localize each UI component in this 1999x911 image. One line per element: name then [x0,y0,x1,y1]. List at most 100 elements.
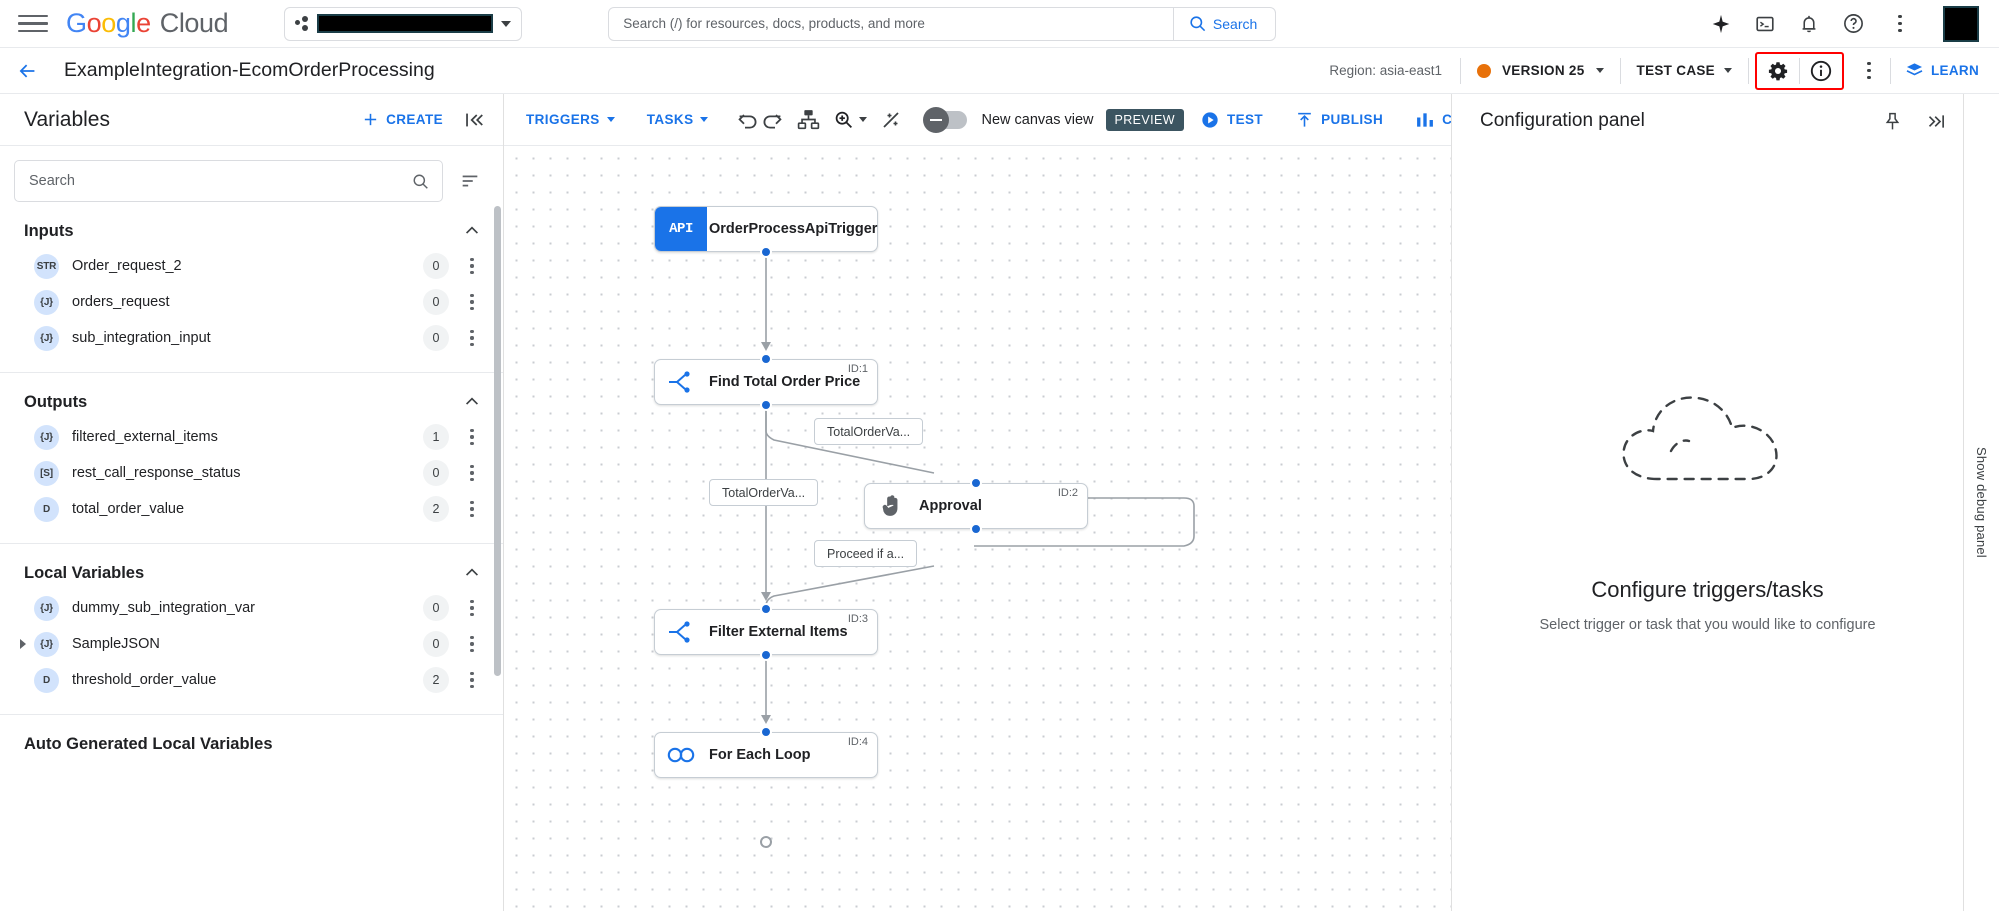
zoom-icon[interactable] [833,102,868,138]
variable-more-icon[interactable] [461,458,483,488]
variables-search-input[interactable] [29,173,411,189]
chevron-up-icon[interactable] [461,562,483,584]
variable-more-icon[interactable] [461,323,483,353]
variables-scrollbar[interactable] [494,202,501,911]
pin-icon[interactable] [1879,108,1905,134]
search-input[interactable] [609,7,1173,40]
more-vertical-icon[interactable] [1885,5,1915,43]
cloud-shell-icon[interactable] [1753,12,1777,36]
canvas-node-port[interactable] [760,399,772,411]
new-canvas-view-toggle[interactable] [923,106,968,133]
variable-group-title: Inputs [24,221,74,240]
canvas-edge-label[interactable]: TotalOrderVa... [814,418,924,445]
canvas-node-port[interactable] [760,836,772,848]
debug-panel-rail[interactable]: Show debug panel [1963,94,1999,911]
search-button[interactable]: Search [1172,7,1275,40]
canvas-node-port[interactable] [760,726,772,738]
canvas-node-title: Find Total Order Price [709,374,861,390]
notifications-bell-icon[interactable] [1797,12,1821,36]
collapse-panel-icon[interactable] [461,107,487,133]
variable-name: orders_request [72,294,170,310]
variables-search-row [0,146,503,202]
canvas-node-port[interactable] [760,649,772,661]
variable-more-icon[interactable] [461,251,483,281]
publish-button[interactable]: PUBLISH [1279,94,1399,145]
search-button-label: Search [1212,15,1258,32]
variable-group-header[interactable]: Inputs [0,202,503,248]
variable-more-icon[interactable] [461,494,483,524]
undo-icon[interactable] [736,102,760,138]
triggers-menu[interactable]: TRIGGERS [510,94,631,145]
info-circle-icon [1810,60,1832,81]
region-label: Region: asia-east1 [1329,63,1442,78]
canvas-edge-label[interactable]: Proceed if a... [814,540,918,567]
chevron-down-icon [606,117,615,122]
test-label: TEST [1226,112,1264,127]
google-cloud-logo[interactable]: Google Cloud [66,8,229,39]
tasks-menu[interactable]: TASKS [631,94,725,145]
canvas-node-port[interactable] [970,477,982,489]
variable-type-badge: {J} [34,631,59,657]
canvas-node-port[interactable] [760,353,772,365]
variable-group-header[interactable]: Outputs [0,373,503,419]
variable-group: Local Variables{J}dummy_sub_integration_… [0,544,503,698]
version-selector[interactable]: VERSION 25 [1461,63,1620,78]
page-title: ExampleIntegration-EcomOrderProcessing [64,59,435,81]
search-icon [1190,16,1206,32]
variable-more-icon[interactable] [461,593,483,623]
expand-toggle-icon[interactable] [12,638,34,650]
more-vertical-icon[interactable] [1854,52,1884,90]
test-case-selector[interactable]: TEST CASE [1621,63,1748,78]
sort-icon[interactable] [457,168,483,194]
new-canvas-view-label: New canvas view [981,111,1094,128]
hamburger-menu-icon[interactable] [18,9,48,39]
variable-group-header[interactable]: Auto Generated Local Variables [0,715,503,761]
chevron-down-icon [1724,68,1732,73]
help-question-icon[interactable] [1841,12,1865,36]
variable-more-icon[interactable] [461,422,483,452]
settings-button[interactable] [1757,54,1799,88]
project-selector[interactable] [284,6,523,41]
canvas-node-port[interactable] [760,246,772,258]
divider [1799,57,1800,84]
info-button[interactable] [1800,54,1842,88]
edit-path-icon[interactable] [879,102,903,138]
auto-layout-icon[interactable] [796,102,821,138]
variable-more-icon[interactable] [461,665,483,695]
canvas-node-port[interactable] [760,603,772,615]
redo-icon[interactable] [760,102,784,138]
show-debug-panel-label[interactable]: Show debug panel [1974,447,1989,558]
learn-button[interactable]: LEARN [1891,61,1989,80]
canvas-edge-label[interactable]: TotalOrderVa... [709,479,819,506]
variable-group-header[interactable]: Local Variables [0,544,503,590]
variable-more-icon[interactable] [461,629,483,659]
create-variable-button[interactable]: CREATE [362,111,443,128]
chevron-up-icon[interactable] [461,220,483,242]
variable-count-badge: 0 [423,595,449,621]
expand-panel-icon[interactable] [1923,108,1949,134]
test-button[interactable]: TEST [1184,94,1279,145]
user-avatar[interactable] [1943,5,1979,42]
canvas-node-port[interactable] [970,523,982,535]
variable-more-icon[interactable] [461,287,483,317]
tasks-label: TASKS [646,112,694,127]
back-arrow-icon[interactable] [14,57,42,85]
chevron-up-icon[interactable] [461,391,483,413]
divider [1619,57,1621,84]
gemini-spark-icon[interactable] [1709,12,1733,36]
